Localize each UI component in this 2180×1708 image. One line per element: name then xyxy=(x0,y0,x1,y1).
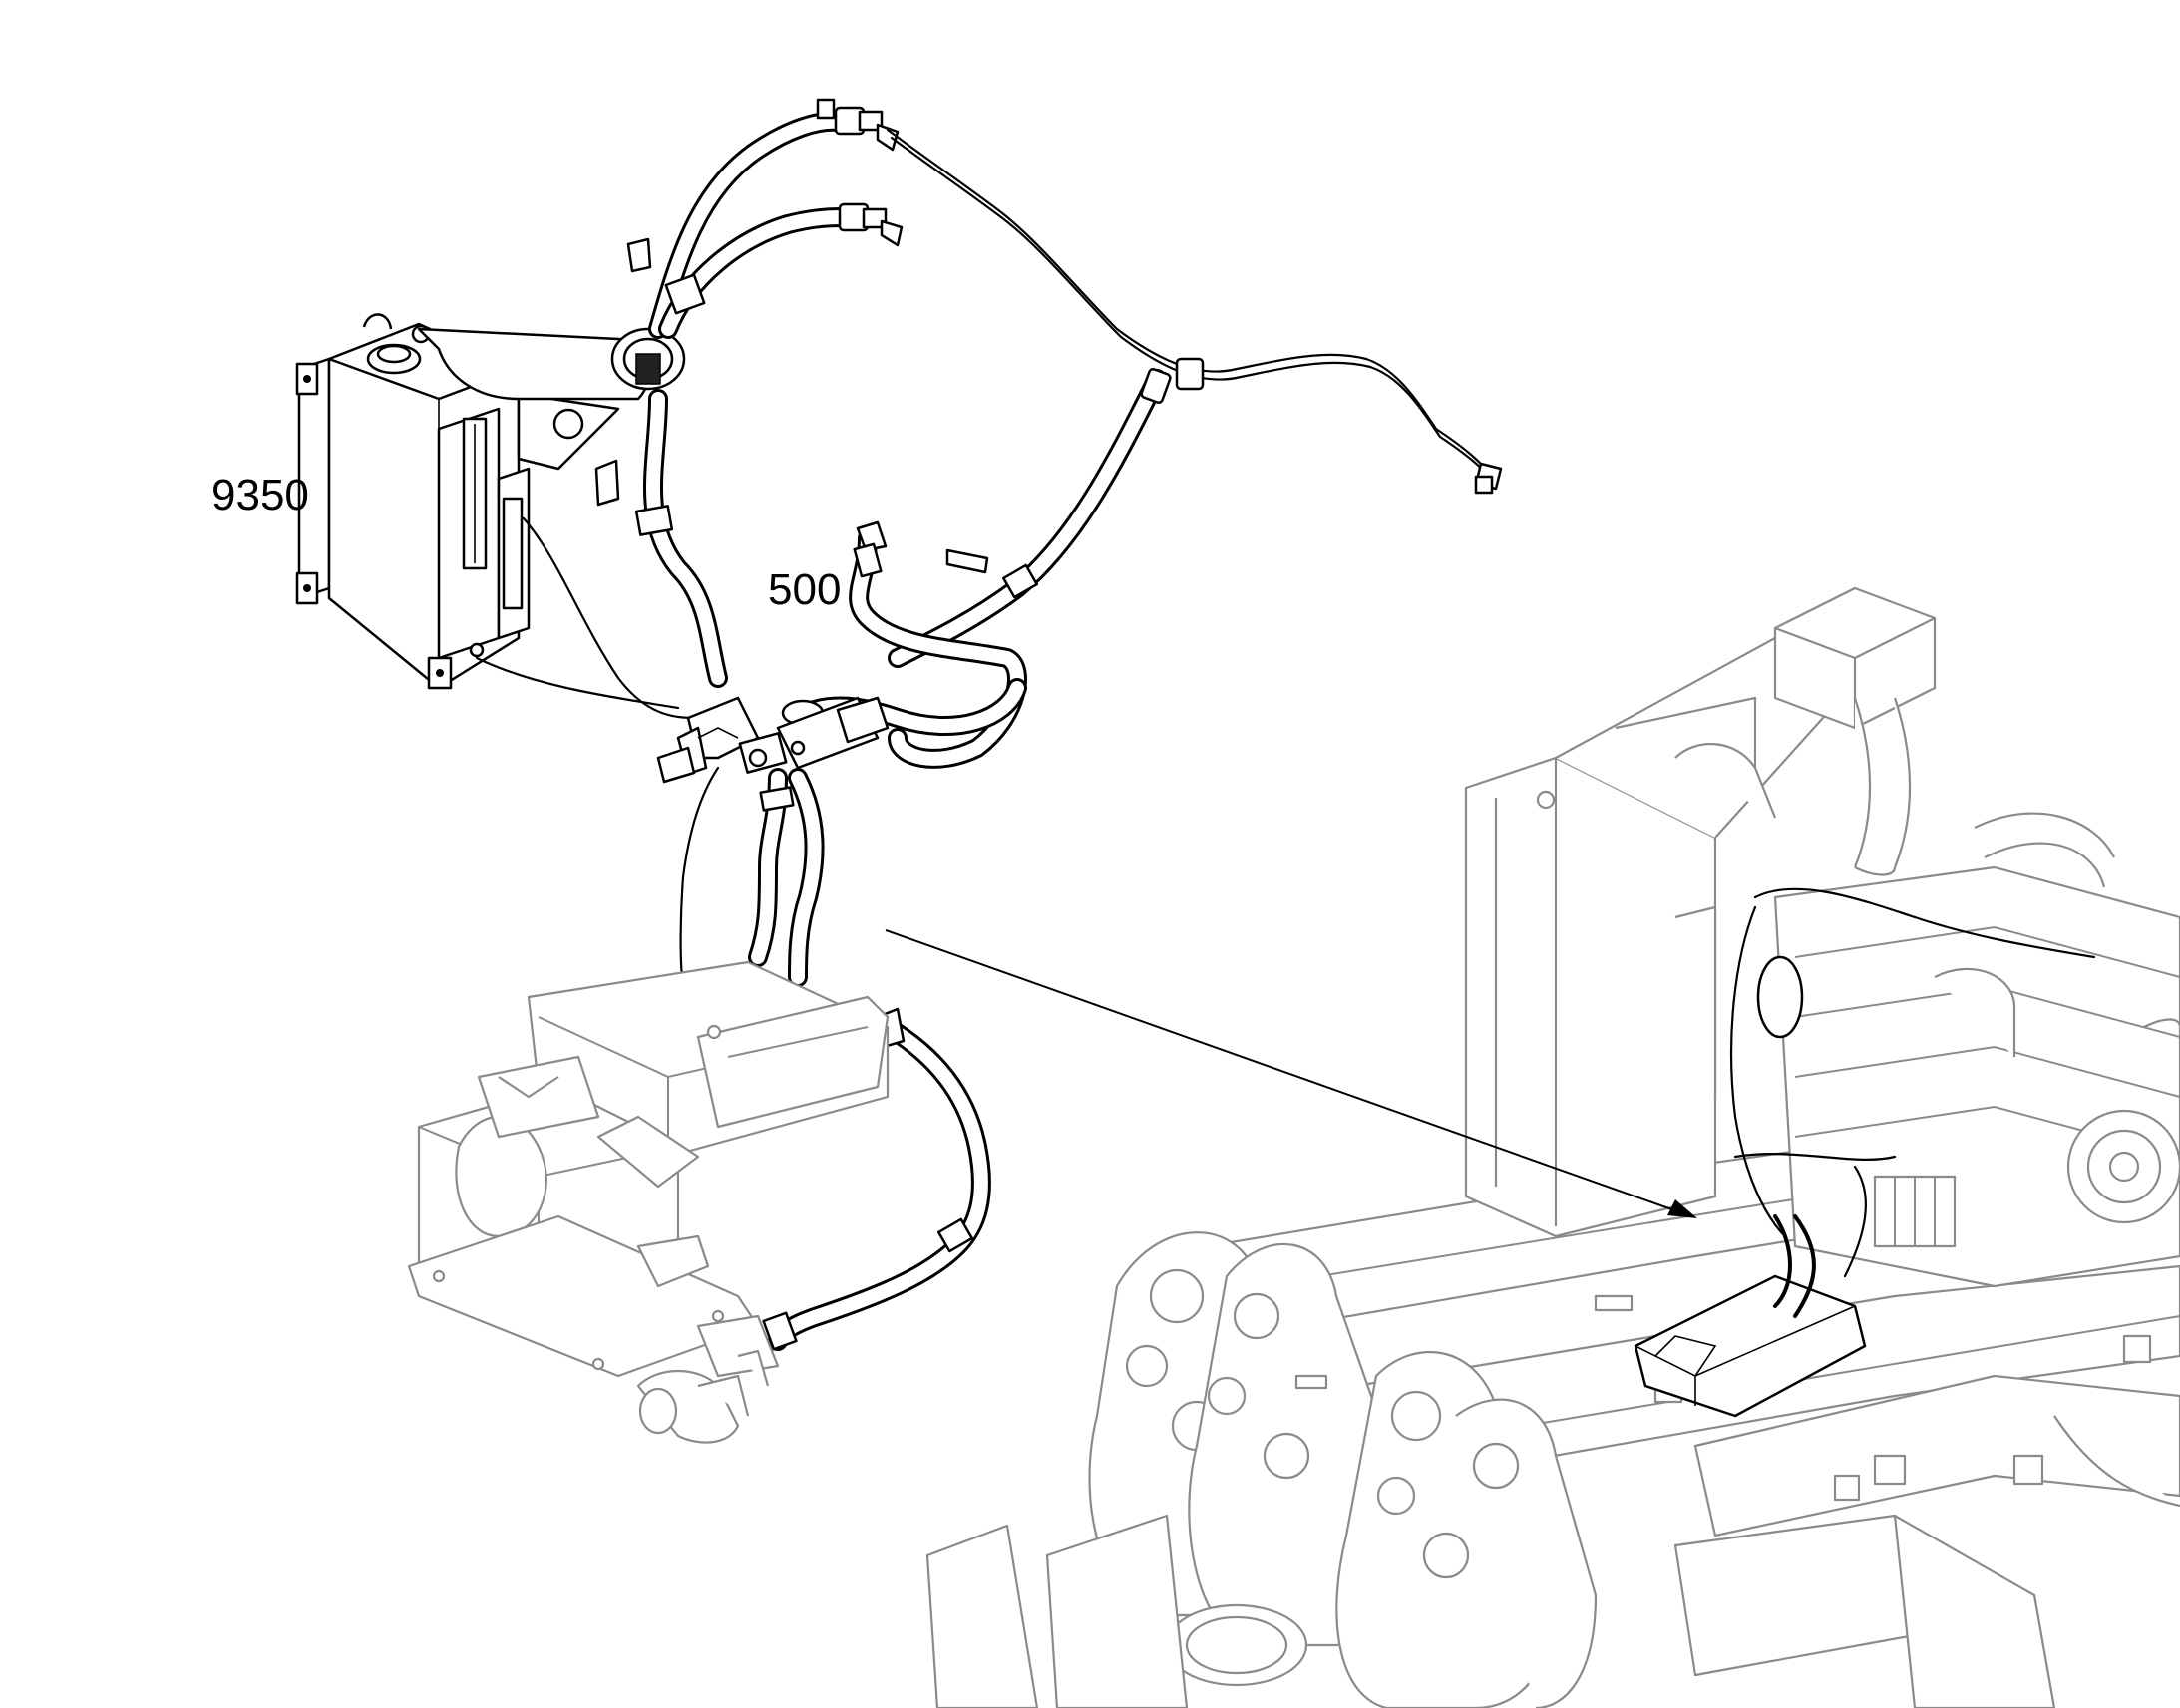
leader-arrow xyxy=(885,929,1697,1218)
hose-assembly xyxy=(594,98,1503,1351)
heater-unit xyxy=(407,960,890,1444)
callout-coolant-reservoir: 9350 xyxy=(211,471,309,519)
coolant-reservoir xyxy=(295,313,700,720)
machine-frame xyxy=(925,586,2180,1708)
callout-hose-assembly: 500 xyxy=(768,565,842,614)
